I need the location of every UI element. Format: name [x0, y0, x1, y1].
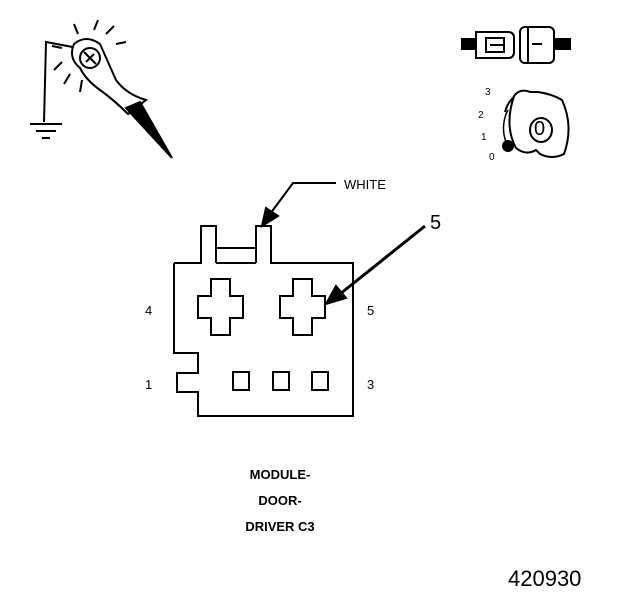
pin-label-3: 3 — [367, 377, 375, 392]
callout-number: 5 — [430, 212, 442, 234]
ignition-position-3: 3 — [485, 87, 491, 98]
connector-name-line-2: DOOR- — [258, 493, 302, 508]
ground-symbol-icon — [30, 40, 79, 139]
connector-housing — [173, 225, 354, 417]
connector-name-line-3: DRIVER C3 — [245, 519, 315, 534]
pin-label-4: 4 — [145, 303, 153, 318]
cavity-4 — [197, 278, 244, 336]
test-light-probe-icon — [51, 19, 173, 159]
cavity-2 — [272, 371, 290, 391]
wire-color-label: WHITE — [344, 177, 386, 192]
key-label: 0 — [534, 118, 546, 140]
figure-number: 420930 — [508, 566, 582, 591]
cavity-3 — [311, 371, 329, 391]
cavity-5 — [279, 278, 326, 336]
cavity-1 — [232, 371, 250, 391]
ignition-position-0: 0 — [489, 152, 495, 163]
ignition-key-off-icon — [502, 89, 570, 158]
callout-arrow — [323, 224, 426, 306]
ignition-position-2: 2 — [478, 110, 484, 121]
pin-label-5: 5 — [367, 303, 375, 318]
white-leader-arrow — [260, 182, 336, 229]
pin-label-1: 1 — [145, 377, 153, 392]
connector-name-line-1: MODULE- — [249, 467, 311, 482]
connector-disconnected-icon — [461, 26, 571, 64]
ignition-position-1: 1 — [481, 132, 487, 143]
